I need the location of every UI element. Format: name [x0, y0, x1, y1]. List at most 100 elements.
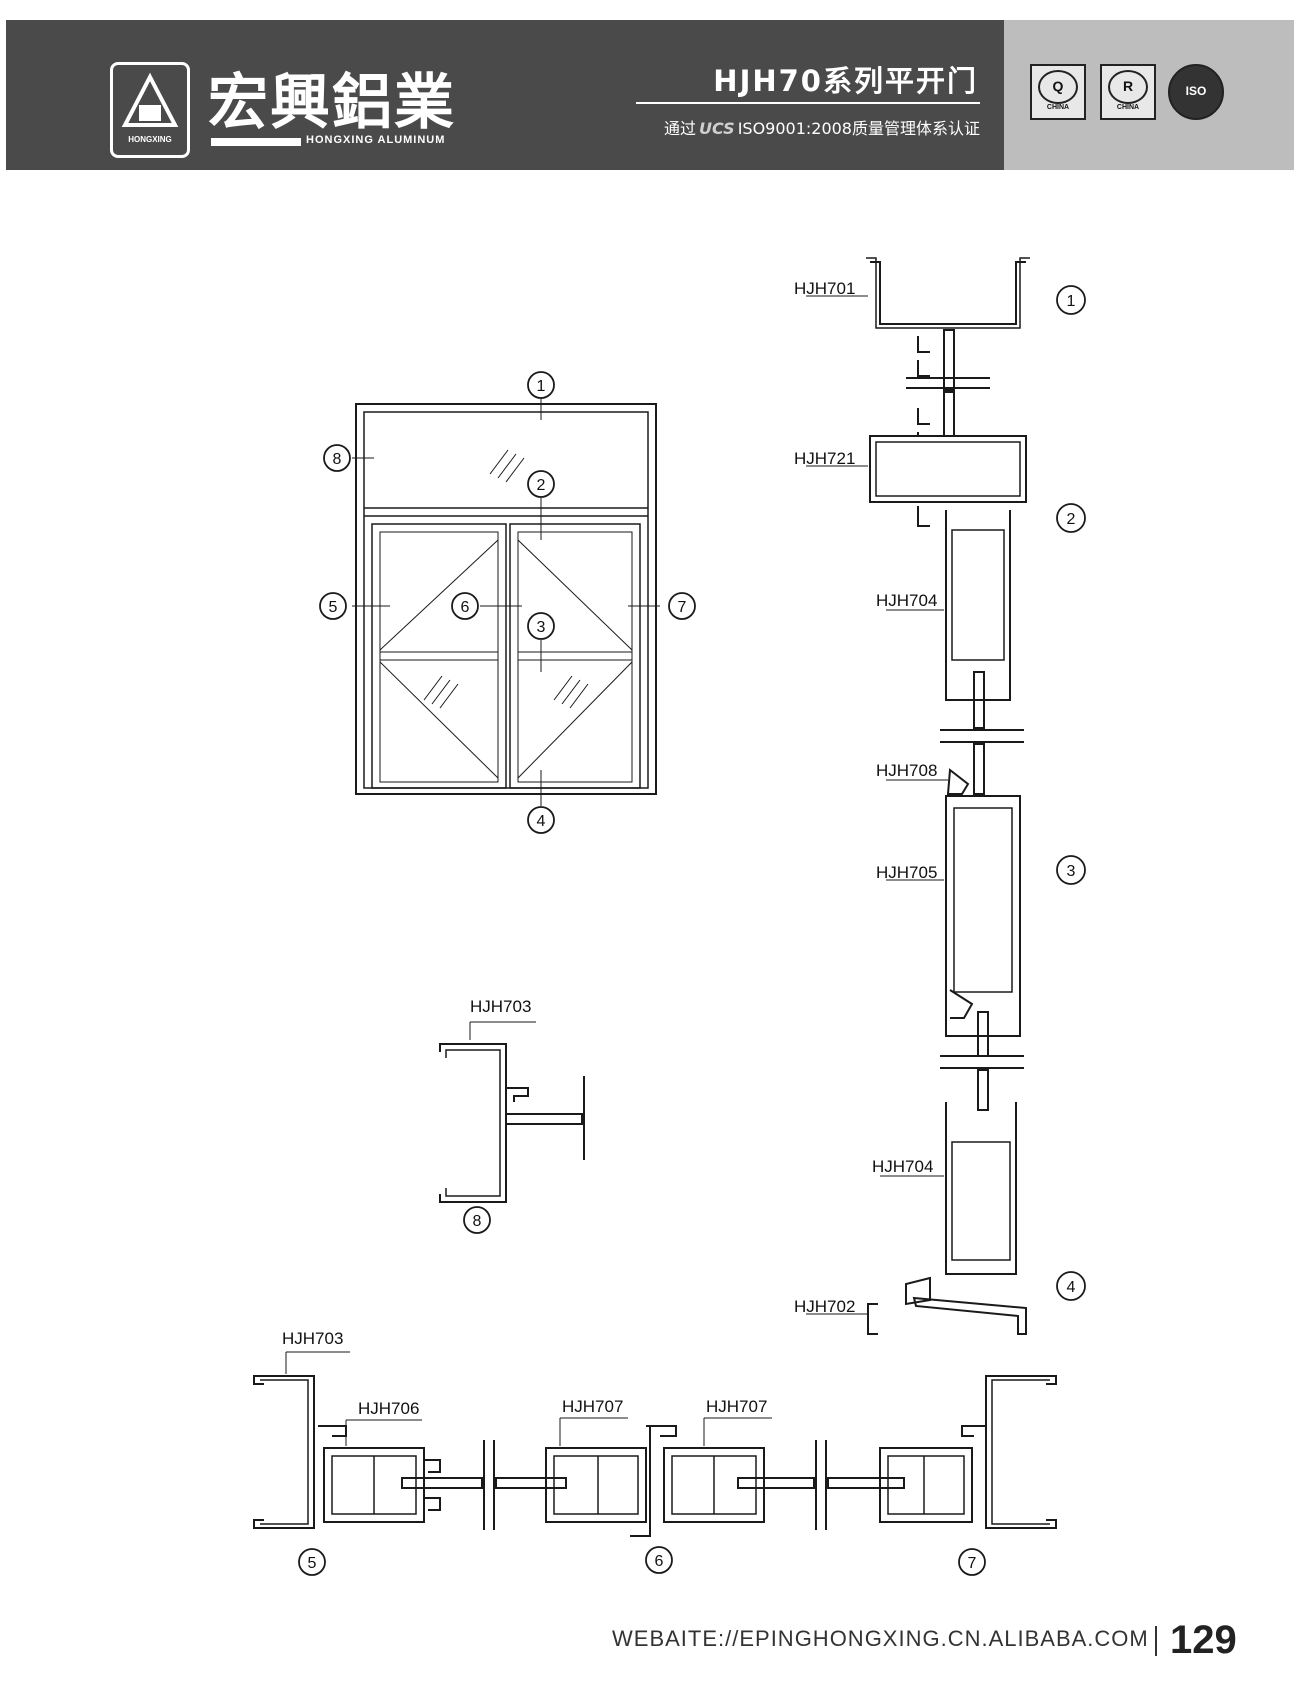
callout-2-circle: [527, 470, 555, 498]
cert-prefix: 通过: [663, 119, 696, 138]
label-hjh705: HJH705: [876, 863, 937, 882]
profile-labels: HJH701 HJH721 HJH704 HJH708 HJH705 HJH70…: [282, 279, 937, 1418]
hjh705-inner: [953, 807, 1013, 993]
hjh704-bottom-profile: [945, 1102, 1017, 1275]
opening-mark-3: [517, 539, 633, 651]
glass-lower: [977, 1011, 989, 1057]
detail-glass: [505, 1113, 583, 1125]
hjh703-clip: [506, 1087, 529, 1102]
globe-label: ISO: [1185, 84, 1207, 98]
callout-3-circle: [527, 612, 555, 640]
hjh704-top-inner: [951, 529, 1005, 661]
hs-callout-6: 6: [655, 1553, 664, 1570]
hjh706-profile: [323, 1447, 425, 1523]
callout-5-circle: [319, 592, 347, 620]
label-hs-hjh703: HJH703: [282, 1329, 343, 1348]
label-hjh706: HJH706: [358, 1399, 419, 1418]
page-number: 129: [1170, 1618, 1237, 1662]
glass-lower-2: [977, 1069, 989, 1111]
callout-6-circle: [451, 592, 479, 620]
glass-mid-2: [973, 743, 985, 795]
hs-callout-6-circle: [645, 1546, 673, 1574]
right-leaf-inner: [517, 531, 633, 783]
callout-numbers: 1 2 3 4 5 6 7 8 1 2 3 4 8 5 6 7: [308, 293, 1076, 1572]
label-hjh704-top: HJH704: [876, 591, 937, 610]
hjh703-left-profile: [253, 1375, 315, 1529]
hjh706-right-inner: [887, 1455, 965, 1515]
label-hjh708: HJH708: [876, 761, 937, 780]
hjh707-left-clip: [646, 1425, 677, 1437]
hs-callout-7: 7: [968, 1555, 977, 1572]
callout-2: 2: [537, 477, 546, 494]
vertical-section: [806, 257, 1030, 1335]
horizontal-section: [253, 1351, 1057, 1537]
ucs-logo: UCS: [699, 119, 735, 138]
brand-name-cn: 宏興鋁業: [208, 68, 456, 138]
callout-4-circle: [527, 806, 555, 834]
glass-right-2: [827, 1477, 905, 1489]
hjh703-outer: [439, 1043, 507, 1203]
label-hjh707-left: HJH707: [562, 1397, 623, 1416]
vs-callout-1: 1: [1067, 293, 1076, 310]
hjh707-left-inner: [553, 1455, 639, 1515]
label-hjh704-bottom: HJH704: [872, 1157, 933, 1176]
hjh702-hook: [905, 1276, 931, 1306]
hjh721-clip-top: [917, 408, 930, 436]
r-badge-letter: R: [1108, 70, 1148, 104]
title-rule: [636, 102, 980, 104]
right-leaf: [509, 523, 641, 789]
callout-5: 5: [329, 599, 338, 616]
hjh721-profile: [869, 435, 1027, 503]
vs-callout-3: 3: [1067, 863, 1076, 880]
hs-callout-7-circle: [958, 1548, 986, 1576]
callout-circles: [298, 285, 1086, 1576]
hjh721-profile-inner: [875, 441, 1021, 497]
hongxing-logo: [110, 62, 190, 158]
label-detail-hjh703: HJH703: [470, 997, 531, 1016]
detail-callout-8: 8: [473, 1213, 482, 1230]
hjh703-left-clip: [318, 1425, 347, 1437]
hjh703-right-inner: [991, 1379, 1050, 1525]
vs-callout-1-circle: [1056, 285, 1086, 315]
left-leaf: [371, 523, 507, 789]
hjh701-clip: [917, 336, 930, 377]
vs-callout-2: 2: [1067, 511, 1076, 528]
callout-7-circle: [668, 592, 696, 620]
q-china-badge: Q CHINA: [1030, 64, 1086, 120]
hjh705-bead-bottom: [949, 989, 974, 1019]
callout-8: 8: [333, 451, 342, 468]
hjh703-right-profile: [985, 1375, 1057, 1529]
hjh704-bottom-inner: [951, 1141, 1011, 1261]
brand-bar: [211, 138, 301, 146]
series-title: HJH70系列平开门: [713, 64, 978, 98]
cert-text: ISO9001:2008质量管理体系认证: [737, 119, 980, 138]
brand-name-en: HONGXING ALUMINUM: [306, 134, 446, 146]
glass-top: [943, 329, 955, 391]
opening-mark-2: [379, 661, 499, 779]
hjh705-profile: [945, 795, 1021, 1037]
hjh707-right-profile: [663, 1447, 765, 1523]
left-leaf-inner: [379, 531, 499, 783]
callout-3: 3: [537, 619, 546, 636]
hjh721-clip-bottom: [917, 506, 930, 527]
vs-callout-2-circle: [1056, 503, 1086, 533]
glass-right: [737, 1477, 815, 1489]
glass-left-2: [495, 1477, 567, 1489]
hjh707-meeting: [630, 1426, 651, 1537]
horizontal-leaders: [285, 1351, 772, 1446]
label-hjh702: HJH702: [794, 1297, 855, 1316]
hs-callout-5-circle: [298, 1548, 326, 1576]
hjh702-end: [867, 1303, 878, 1335]
hjh708-bead: [946, 768, 970, 795]
glass-top-2: [943, 391, 955, 437]
label-hjh701: HJH701: [794, 279, 855, 298]
callout-1: 1: [537, 378, 546, 395]
hjh703-right-clip: [961, 1425, 986, 1437]
hjh704-top-profile: [945, 510, 1011, 701]
callout-1-circle: [527, 371, 555, 399]
callout-8-circle: [323, 444, 351, 472]
detail-8-section: [439, 1021, 585, 1203]
hjh703-inner: [445, 1049, 501, 1197]
